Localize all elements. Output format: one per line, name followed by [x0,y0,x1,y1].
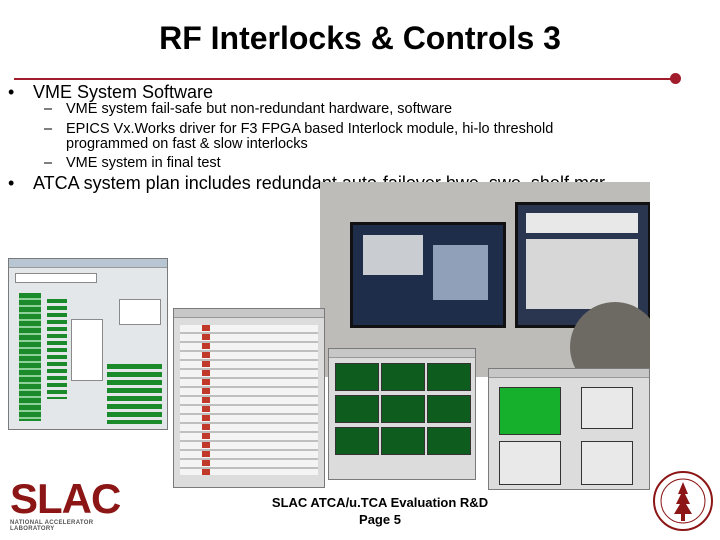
footer-page-number: Page 5 [359,512,401,527]
sub-bullet-epics-driver: EPICS Vx.Works driver for F3 FPGA based … [66,121,554,137]
sub-bullet-epics-driver-cont: programmed on fast & slow interlocks [66,136,308,152]
status-column [19,293,41,421]
slac-tagline: NATIONAL ACCELERATOR LABORATORY [10,520,94,532]
monitor-right [515,202,650,328]
monitor-left [350,222,506,328]
sub-bullet-final-test: VME system in final test [66,155,221,171]
person-silhouette [570,302,650,377]
bullet-marker: • [8,173,15,193]
bullet-vme-software: VME System Software [33,82,214,102]
threshold-table [180,325,318,475]
sub-bullet-marker: – [44,121,53,137]
title-divider-dot [670,73,681,84]
slide-title: RF Interlocks & Controls 3 [159,20,561,56]
sub-bullet-fail-safe: VME system fail-safe but non-redundant h… [66,101,453,117]
sub-bullet-marker: – [44,101,53,117]
waveform-detail-screen [488,368,650,490]
sub-bullet-marker: – [44,155,53,171]
slac-logo: SLAC NATIONAL ACCELERATOR LABORATORY [10,475,138,533]
title-divider [14,78,676,80]
interlock-screen-main [8,258,168,430]
slide-footer: SLAC ATCA/u.TCA Evaluation R&D Page 5 [250,494,510,528]
bullet-marker: • [8,82,15,102]
waveform-grid-screen [328,348,476,480]
footer-project: SLAC ATCA/u.TCA Evaluation R&D [271,495,489,510]
threshold-table-screen [173,308,325,488]
slac-wordmark: SLAC [10,475,121,522]
stanford-seal-icon [653,471,713,531]
control-room-photo [320,182,650,377]
